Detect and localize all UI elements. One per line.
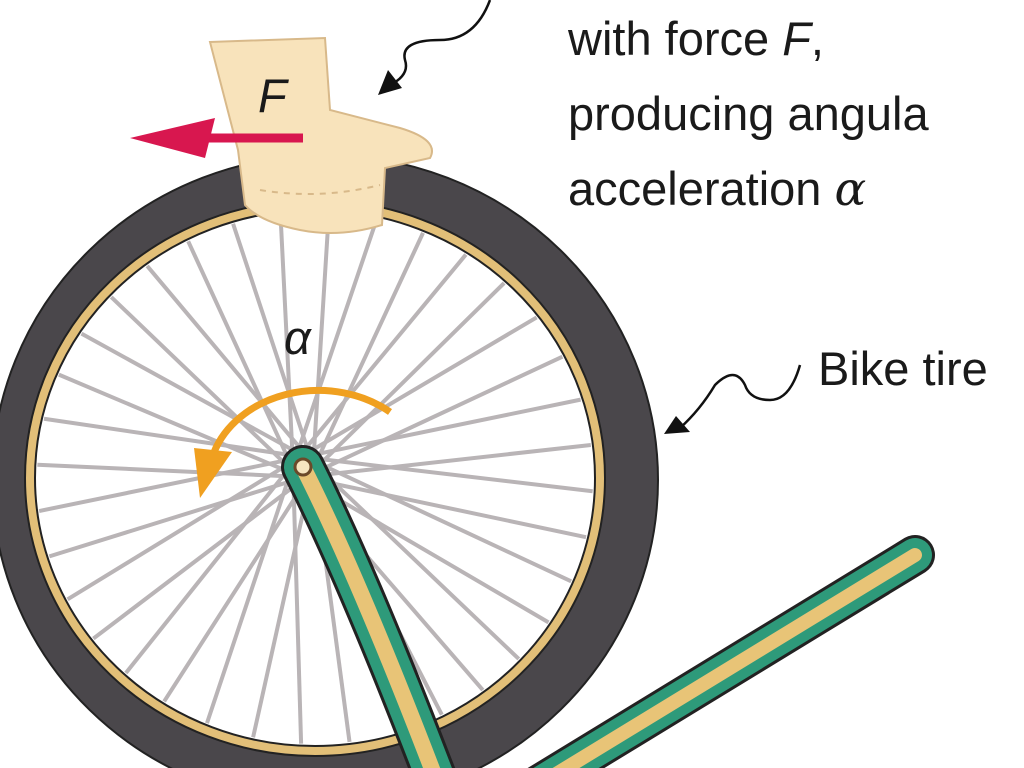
caption-line-2: producing angula: [568, 87, 929, 140]
spoke: [80, 331, 309, 460]
spoke: [298, 397, 582, 460]
spoke: [278, 213, 296, 470]
spoke: [310, 232, 425, 472]
spoke: [302, 455, 593, 494]
spoke: [231, 223, 315, 465]
frame-tube-inner: [552, 548, 922, 768]
pointer-tire: [679, 364, 802, 429]
spoke: [66, 456, 299, 602]
arrowhead-icon: [378, 70, 402, 95]
hand-icon: [208, 36, 433, 235]
spoke: [307, 354, 564, 478]
spoke: [58, 372, 301, 479]
caption-alpha-var: α: [835, 162, 867, 217]
spoke: [162, 470, 314, 703]
fork-inner: [295, 459, 441, 768]
pointer-hand: [389, 0, 492, 87]
spoke: [292, 253, 468, 464]
spoke: [305, 455, 573, 584]
spoke: [43, 416, 305, 460]
force-symbol: F: [258, 69, 289, 122]
caption-text: acceleration: [568, 162, 835, 215]
tire-label: Bike tire: [818, 342, 988, 395]
angular-acceleration-arrow: [208, 386, 393, 460]
arrowhead-icon: [194, 448, 232, 498]
alpha-symbol: α: [284, 311, 312, 364]
spoke: [311, 212, 331, 467]
hand-shape: [208, 36, 433, 235]
spoke: [291, 467, 304, 744]
spoke: [37, 462, 304, 479]
spoke: [38, 455, 302, 513]
caption-text: ,: [811, 12, 824, 65]
arrowhead-icon: [664, 416, 690, 434]
spoke: [124, 459, 297, 675]
hand-knuckles: [259, 184, 381, 195]
spoke: [304, 442, 592, 479]
hub: [293, 457, 313, 477]
spoke: [295, 315, 538, 462]
spoke: [145, 264, 313, 462]
spoke: [307, 457, 521, 661]
spoke: [291, 218, 379, 467]
spoke: [301, 474, 587, 540]
arrowhead-icon: [130, 118, 215, 158]
spoke: [205, 463, 296, 724]
spoke: [186, 240, 297, 474]
spoke: [48, 474, 308, 559]
caption-force-var: F: [782, 12, 813, 65]
spoke: [309, 281, 506, 475]
caption-text: with force: [567, 12, 782, 65]
spoke: [92, 472, 311, 641]
caption-line-1: with force F,: [567, 12, 824, 65]
caption-line-3: acceleration α: [568, 162, 866, 217]
spoke: [109, 295, 299, 477]
